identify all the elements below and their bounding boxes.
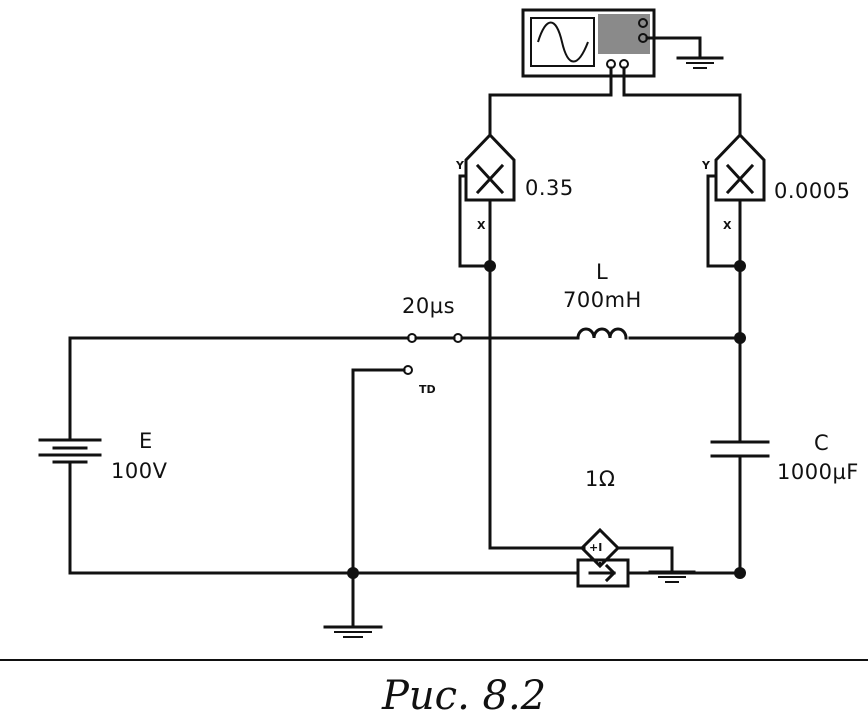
multiplier-right-x: X: [723, 219, 732, 232]
ccvs-source: [579, 527, 696, 583]
sine-wave-icon: [537, 21, 589, 63]
battery-value: 100V: [111, 459, 168, 483]
ccvs-symbol: +I: [589, 541, 603, 554]
switch-key: TD: [419, 383, 436, 396]
multiplier-left: [458, 132, 516, 268]
scope-ground: [645, 36, 724, 69]
inductor: [576, 327, 628, 340]
multiplier-left-x: X: [477, 219, 486, 232]
figure-caption: Рис. 8.2: [382, 673, 547, 719]
multiplier-right: [706, 132, 766, 340]
multiplier-left-y: Y: [456, 159, 464, 172]
time-delay-switch: [351, 333, 463, 575]
current-sensor: [576, 558, 630, 588]
sense-wire: [488, 264, 586, 550]
oscilloscope: [521, 8, 656, 78]
switch-time: 20µs: [402, 294, 456, 318]
inductor-value: 700mH: [563, 288, 642, 312]
scope-wire-b: [622, 66, 742, 137]
bottom-ground: [323, 571, 383, 638]
battery-label: E: [139, 429, 153, 453]
capacitor-label: C: [814, 431, 830, 455]
resistance-label: 1Ω: [585, 467, 616, 491]
multiplier-right-gain: 0.0005: [774, 179, 851, 203]
battery: [38, 438, 102, 464]
capacitor-value: 1000µF: [777, 460, 859, 484]
capacitor: [710, 440, 770, 458]
top-left-wire: [68, 336, 410, 440]
multiplier-right-y: Y: [702, 159, 710, 172]
inductor-label: L: [596, 260, 609, 284]
scope-wire-a: [488, 66, 613, 137]
multiplier-left-gain: 0.35: [525, 176, 574, 200]
